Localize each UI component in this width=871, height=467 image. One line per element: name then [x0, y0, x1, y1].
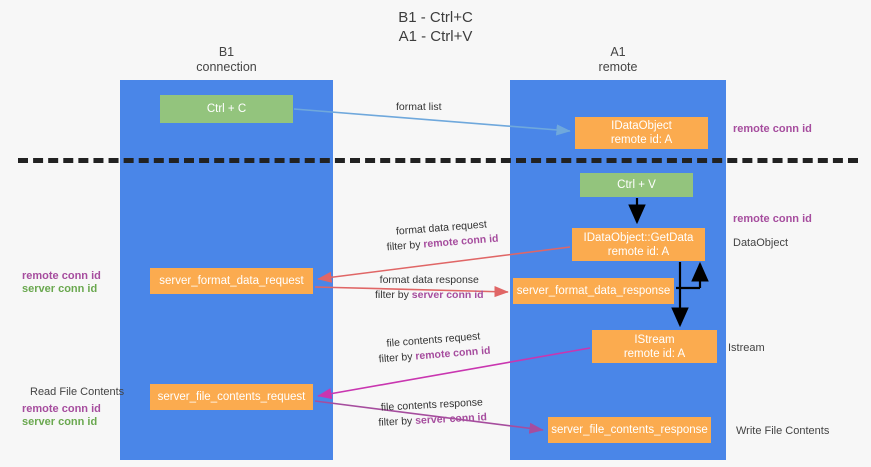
node-server-format-data-request[interactable]: server_format_data_request — [150, 268, 313, 294]
edge-label-filter-key: server conn id — [411, 289, 484, 301]
node-idataobject-getdata[interactable]: IDataObject::GetData remote id: A — [572, 228, 705, 261]
edge-label-line1: format data response — [379, 274, 479, 286]
edge-label-format-list: format list — [396, 100, 442, 115]
annotation-read-file-contents: Read File Contents — [30, 386, 125, 398]
annotation-left-server-conn-id-bottom: server conn id — [22, 416, 98, 428]
annotation-remote-conn-id-mid: remote conn id — [733, 213, 812, 225]
edge-label-filter-prefix: filter by — [375, 289, 412, 301]
node-server-file-contents-request[interactable]: server_file_contents_request — [150, 384, 313, 410]
edge-label-line1: format list — [396, 101, 442, 113]
edge-label-format-data-request: format data request filter by remote con… — [385, 217, 499, 256]
annotation-left-server-conn-id-mid: server conn id — [22, 283, 98, 295]
diagram-title: B1 - Ctrl+C A1 - Ctrl+V — [398, 9, 473, 45]
node-server-format-data-response[interactable]: server_format_data_response — [513, 278, 674, 304]
annotation-dataobject: DataObject — [733, 237, 789, 249]
edge-label-file-contents-request: file contents request filter by remote c… — [377, 329, 491, 368]
annotation-write-file-contents: Write File Contents — [736, 425, 830, 437]
annotation-remote-conn-id-top: remote conn id — [733, 123, 812, 135]
annotation-left-remote-conn-id-bottom: remote conn id — [22, 403, 101, 415]
edge-label-filter-prefix: filter by — [386, 238, 424, 254]
edge-label-line2: filter by server conn id — [375, 288, 484, 303]
edge-label-filter-prefix: filter by — [378, 414, 416, 429]
edge-label-file-contents-response: file contents response filter by server … — [377, 395, 487, 431]
node-server-file-contents-response[interactable]: server_file_contents_response — [548, 417, 711, 443]
node-istream[interactable]: IStream remote id: A — [592, 330, 717, 363]
node-ctrl-v[interactable]: Ctrl + V — [580, 173, 693, 197]
node-ctrl-c[interactable]: Ctrl + C — [160, 95, 293, 123]
annotation-istream: Istream — [728, 342, 765, 354]
edge-label-format-data-response: format data response filter by server co… — [375, 273, 484, 303]
edge-label-filter-key: server conn id — [414, 411, 488, 427]
phase-divider — [18, 158, 858, 163]
edge-label-filter-prefix: filter by — [378, 350, 416, 366]
node-idataobject[interactable]: IDataObject remote id: A — [575, 117, 708, 149]
annotation-left-remote-conn-id-mid: remote conn id — [22, 270, 101, 282]
swimlane-header-b1: B1 connection — [196, 45, 257, 74]
swimlane-header-a1: A1 remote — [598, 45, 638, 74]
